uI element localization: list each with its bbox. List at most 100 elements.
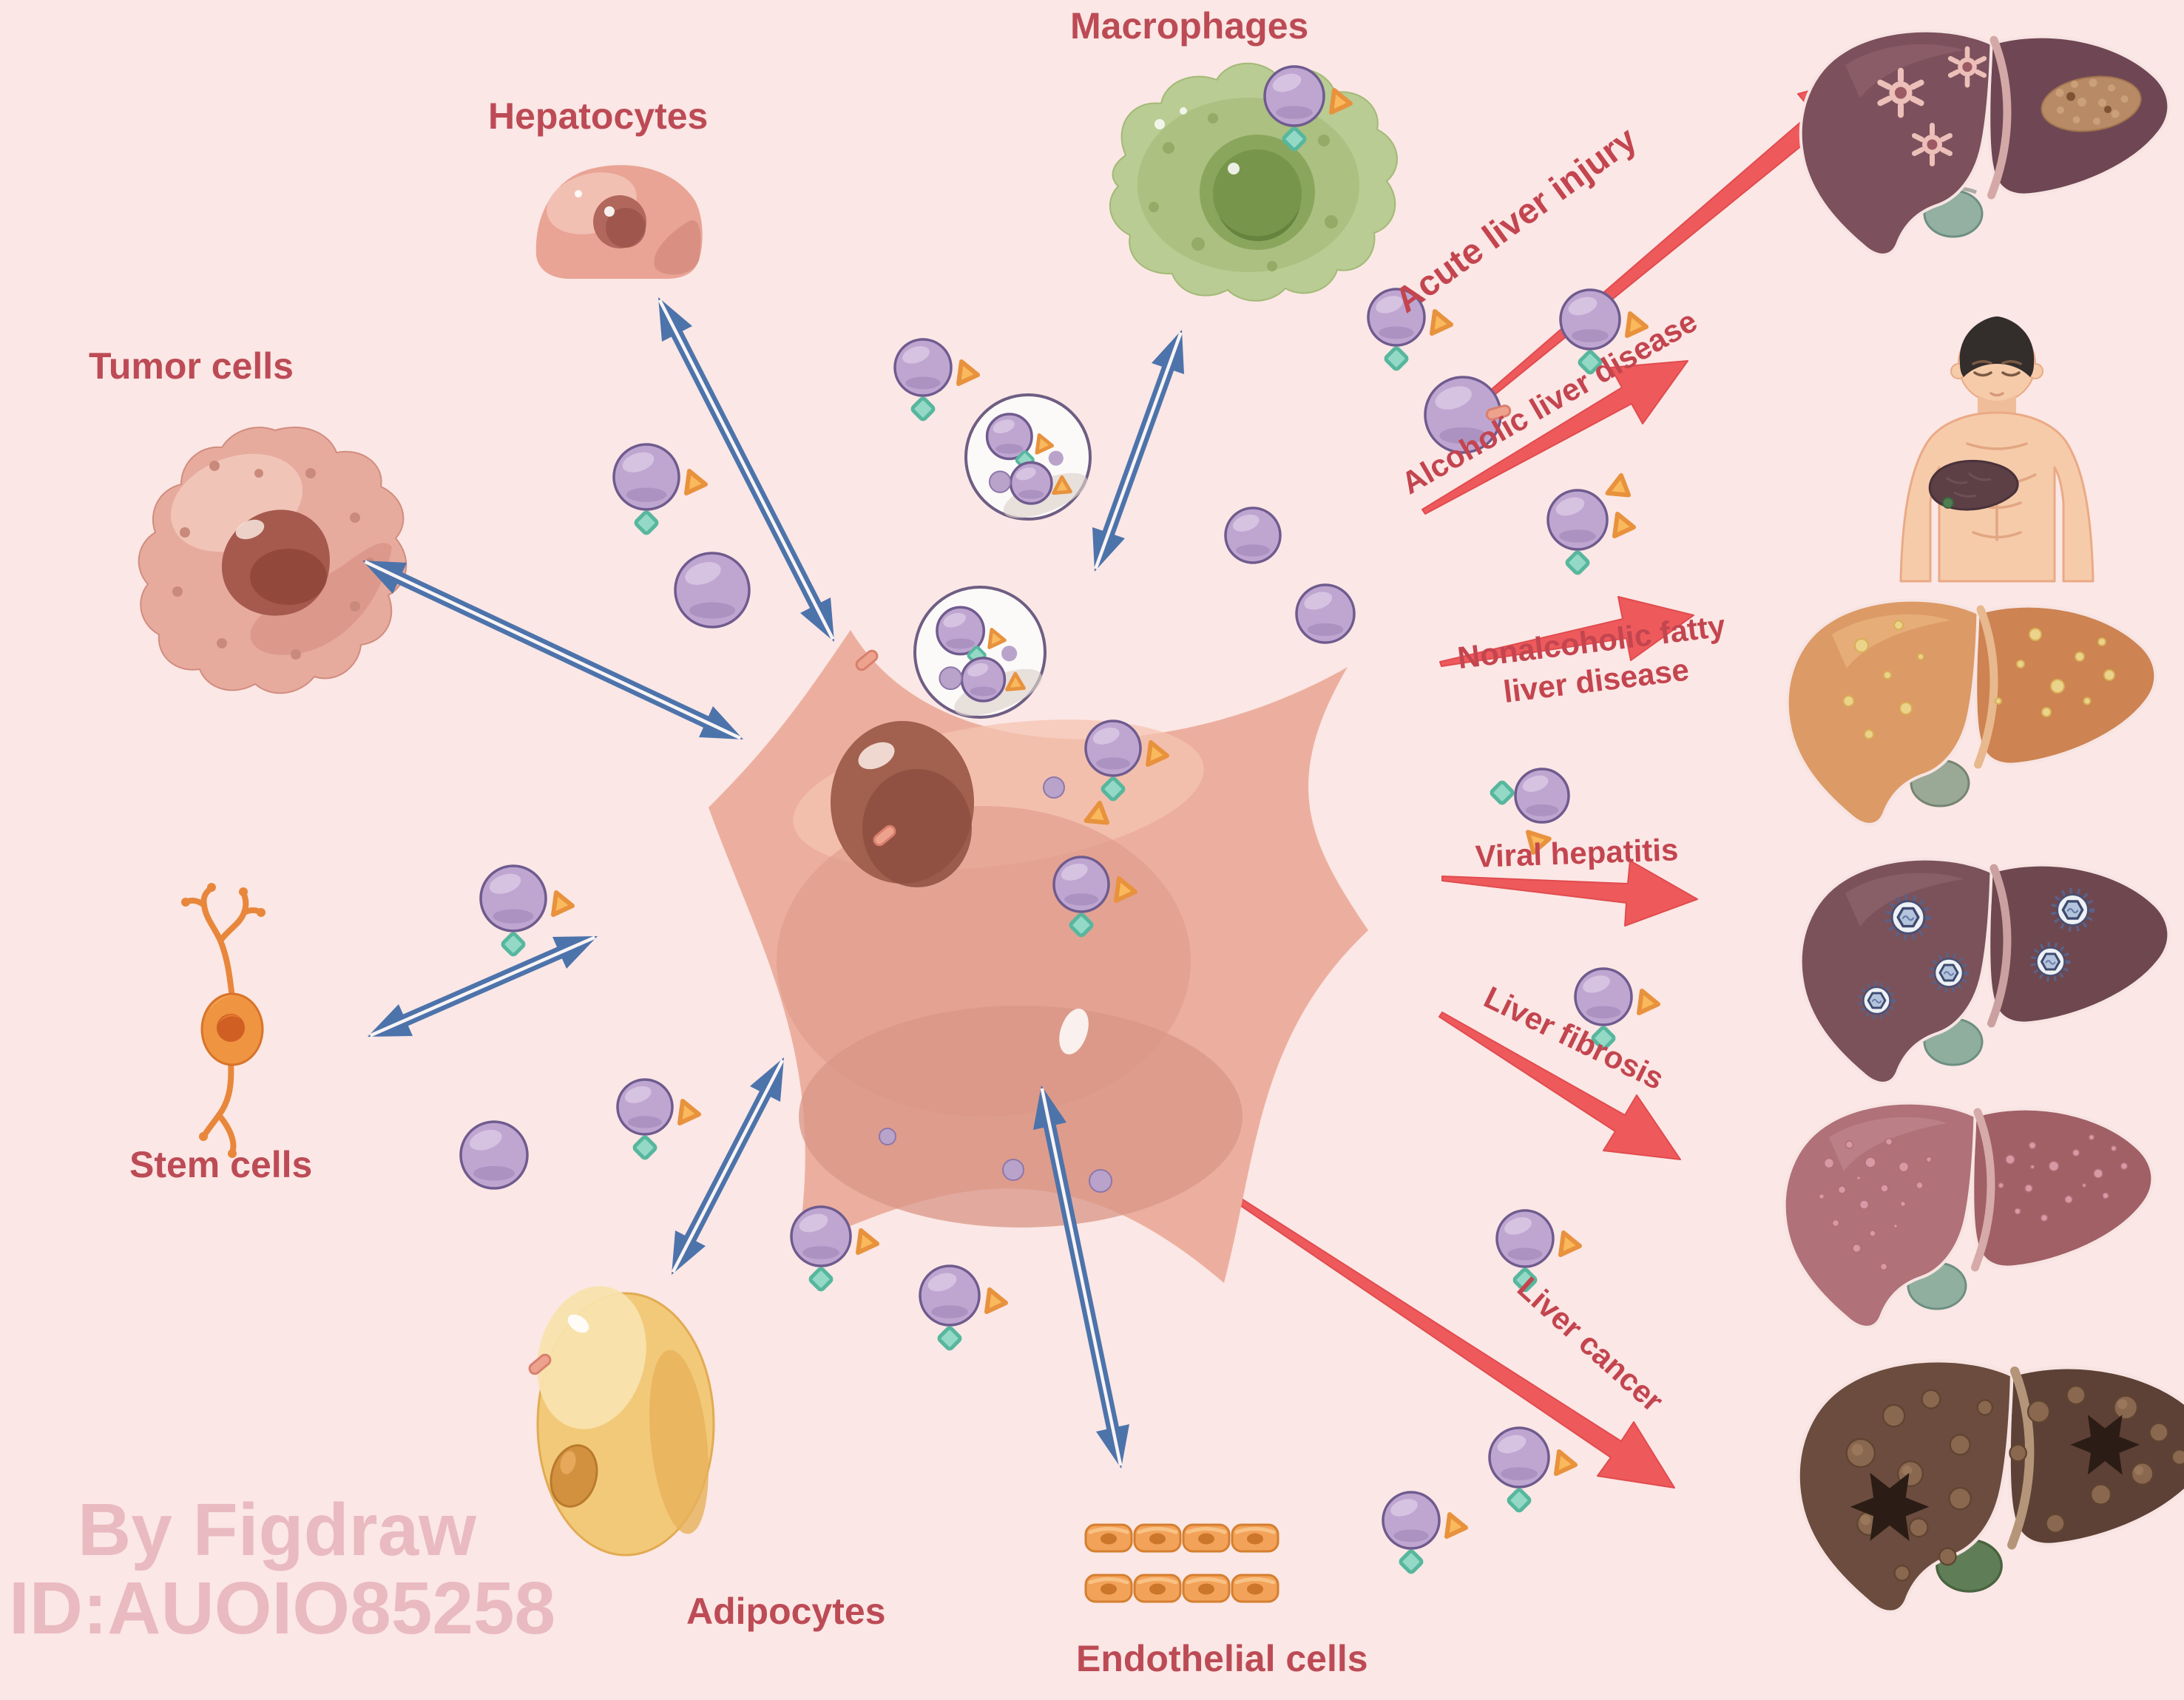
exosome bbox=[674, 552, 751, 629]
cargo-triangle-icon bbox=[677, 1099, 701, 1125]
cargo-triangle-icon bbox=[1625, 311, 1649, 338]
cargo-triangle-icon bbox=[1083, 800, 1110, 825]
multivesicular-body bbox=[913, 586, 1047, 719]
cargo-triangle-icon bbox=[1612, 512, 1636, 538]
blue-bidirectional-arrow bbox=[671, 1057, 785, 1275]
membrane-rod bbox=[528, 1353, 552, 1375]
tumor-cell bbox=[138, 426, 408, 694]
arrowhead bbox=[1092, 527, 1125, 572]
marker-diamond-icon bbox=[634, 510, 659, 535]
marker-diamond-icon bbox=[1384, 346, 1409, 371]
red-outcome-arrow bbox=[1438, 1012, 1681, 1160]
exosome bbox=[919, 1264, 1008, 1351]
adipocytes-label: Adipocytes bbox=[686, 1591, 886, 1632]
endothelial-cell-row bbox=[1086, 1525, 1278, 1551]
exosome bbox=[1263, 65, 1353, 152]
fatty-liver-illustration bbox=[1785, 598, 2157, 826]
exosome bbox=[1295, 583, 1356, 644]
acute-liver-injury-liver-illustration bbox=[1799, 29, 2171, 257]
cargo-triangle-icon bbox=[1114, 876, 1137, 903]
small-vesicle-dot bbox=[1043, 776, 1065, 799]
exosome bbox=[1490, 768, 1570, 855]
exosome bbox=[790, 1205, 879, 1292]
red-outcome-arrow bbox=[1421, 360, 1688, 515]
marker-diamond-icon bbox=[1101, 776, 1126, 802]
liver-fibrosis-liver-illustration bbox=[1782, 1101, 2154, 1329]
exosome bbox=[1382, 1491, 1468, 1574]
small-vesicle-dot bbox=[1002, 1159, 1024, 1181]
small-vesicle-dot bbox=[879, 1128, 896, 1145]
red-outcome-arrow bbox=[1441, 860, 1698, 927]
exosome bbox=[616, 1078, 701, 1160]
endothelial-cells bbox=[1086, 1525, 1278, 1602]
cargo-triangle-icon bbox=[1637, 989, 1660, 1015]
marker-diamond-icon bbox=[1399, 1549, 1424, 1574]
blue-bidirectional-arrow bbox=[368, 935, 598, 1037]
marker-diamond-icon bbox=[501, 932, 526, 957]
blue-bidirectional-arrow bbox=[1092, 330, 1184, 572]
cargo-triangle-icon bbox=[1525, 830, 1552, 855]
exosome bbox=[1052, 856, 1137, 938]
exosome bbox=[1546, 489, 1636, 575]
cargo-triangle-icon bbox=[1430, 309, 1453, 336]
arrowhead bbox=[658, 297, 692, 342]
patch-duct bbox=[2104, 106, 2112, 113]
macrophages-label: Macrophages bbox=[1070, 5, 1309, 47]
arrowhead bbox=[1152, 330, 1184, 374]
arrowhead bbox=[1096, 1424, 1129, 1469]
marker-diamond-icon bbox=[1282, 126, 1307, 152]
marker-diamond-icon bbox=[1507, 1488, 1532, 1513]
endothelial-cell-row bbox=[1086, 1575, 1278, 1602]
endothelial-cells-label: Endothelial cells bbox=[1076, 1638, 1368, 1679]
cargo-triangle-icon bbox=[1605, 473, 1632, 498]
stem-cell-nucleus bbox=[217, 1014, 245, 1042]
cargo-triangle-icon bbox=[1035, 433, 1055, 455]
person-liver bbox=[1928, 459, 2019, 511]
blue-bidirectional-arrow bbox=[1033, 1086, 1129, 1469]
arrowhead bbox=[800, 597, 834, 642]
person-closed-eyes bbox=[1972, 360, 2022, 377]
person-gallbladder bbox=[1942, 497, 1954, 509]
exosome bbox=[479, 864, 575, 957]
exosome bbox=[1495, 1209, 1582, 1293]
arrowhead bbox=[672, 1230, 706, 1275]
cargo-triangle-icon bbox=[1329, 88, 1353, 115]
fibrosis-nodule-icon bbox=[1818, 1134, 2129, 1271]
blue-bidirectional-arrow bbox=[362, 560, 743, 740]
exosome bbox=[1367, 288, 1453, 371]
person-mouth bbox=[1989, 392, 2004, 397]
hepatic-stellate-cell bbox=[709, 630, 1368, 1283]
marker-diamond-icon bbox=[1591, 1026, 1616, 1051]
exosome bbox=[893, 338, 980, 421]
macrophage-cell bbox=[1109, 62, 1398, 302]
small-vesicle-dot bbox=[939, 666, 963, 691]
hepatocyte-cell bbox=[535, 165, 703, 280]
membrane-rod bbox=[1485, 404, 1512, 421]
small-vesicle-dot bbox=[1089, 1169, 1112, 1193]
membrane-rod bbox=[855, 649, 879, 671]
cargo-triangle-icon bbox=[551, 890, 575, 917]
adipocyte-cell bbox=[536, 1286, 715, 1557]
exosome bbox=[1224, 507, 1282, 564]
exosome bbox=[1574, 967, 1660, 1051]
small-vesicle-dot bbox=[988, 470, 1012, 493]
blue-bidirectional-arrow bbox=[657, 297, 835, 642]
cargo-triangle-icon bbox=[956, 359, 980, 386]
viral-hepatitis-liver-illustration bbox=[1799, 857, 2171, 1085]
cargo-triangle-icon bbox=[987, 628, 1007, 649]
stem-cell-branch-tips bbox=[181, 883, 266, 1158]
arrowhead bbox=[1033, 1086, 1066, 1130]
cargo-triangle-icon bbox=[1052, 475, 1072, 495]
tumor-cells-label: Tumor cells bbox=[89, 345, 294, 387]
marker-diamond-icon bbox=[1512, 1267, 1538, 1293]
exosome bbox=[1424, 376, 1502, 454]
multivesicular-body bbox=[964, 393, 1092, 521]
hepatocytes-label: Hepatocytes bbox=[488, 95, 709, 137]
cargo-triangle-icon bbox=[984, 1287, 1008, 1314]
cargo-triangle-icon bbox=[1554, 1449, 1578, 1476]
arrowhead bbox=[699, 706, 743, 739]
cargo-triangle-icon bbox=[1005, 671, 1026, 691]
cargo-triangle-icon bbox=[1444, 1512, 1468, 1539]
